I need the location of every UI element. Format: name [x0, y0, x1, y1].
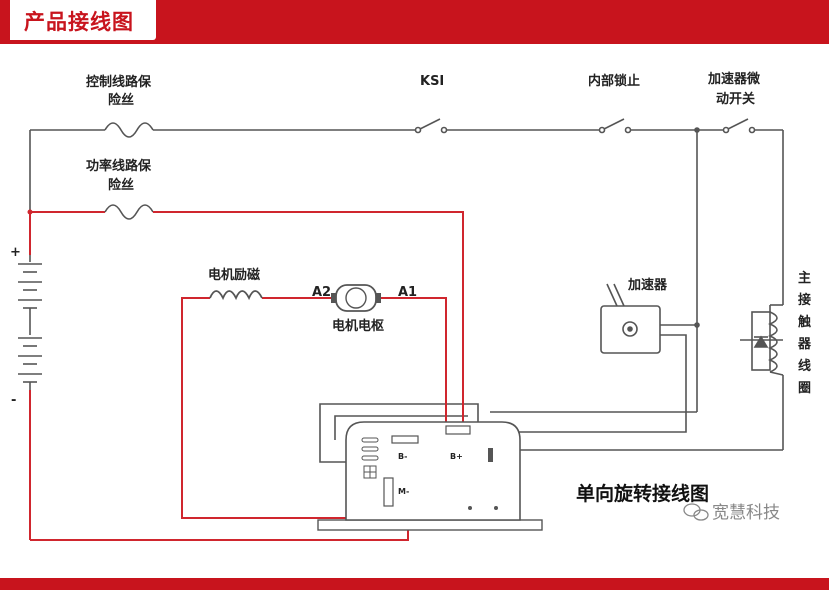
junction-dot [27, 209, 33, 215]
power-circuit-wires [29, 204, 464, 541]
power-fuse-label-1: 功率线路保 [86, 158, 152, 174]
contactor-char-6: 圈 [798, 381, 811, 396]
page-title: 产品接线图 [24, 10, 134, 34]
contactor-char-3: 触 [797, 314, 811, 330]
controller-icon [317, 421, 543, 531]
accel-switch-label-1: 加速器微 [707, 71, 761, 87]
a1-label: A1 [398, 285, 417, 300]
watermark-text: 宽慧科技 [712, 503, 780, 523]
accelerator-icon [600, 283, 661, 354]
battery-minus-label: - [11, 393, 16, 408]
interlock-label: 内部锁止 [588, 73, 640, 89]
field-coil-icon [209, 290, 263, 301]
contactor-char-5: 线 [798, 358, 811, 374]
control-circuit-wires [29, 122, 784, 463]
accel-switch-label-2: 动开关 [716, 91, 755, 107]
diagram-title: 单向旋转接线图 [576, 482, 709, 505]
footer-bar [0, 578, 829, 590]
field-label: 电机励磁 [208, 267, 260, 283]
a2-label: A2 [312, 285, 331, 300]
contactor-char-2: 接 [798, 292, 811, 308]
switch-icons [414, 118, 756, 328]
armature-label: 电机电枢 [332, 318, 384, 334]
power-fuse-label-2: 险丝 [108, 177, 134, 193]
contactor-char-4: 器 [797, 337, 812, 352]
contactor-char-1: 主 [798, 270, 811, 286]
m-minus-label: M- [398, 487, 409, 496]
motor-icon [331, 284, 381, 312]
watermark: 宽慧科技 [683, 503, 780, 523]
title-tab: 产品接线图 [10, 0, 156, 40]
contactor-coil-label: 主 接 触 器 线 圈 [797, 270, 812, 396]
accelerator-label: 加速器 [627, 277, 668, 293]
contactor-coil-icon [751, 304, 784, 376]
ksi-label: KSI [420, 74, 444, 89]
control-fuse-label-2: 险丝 [108, 92, 134, 108]
control-fuse-label-1: 控制线路保 [86, 74, 152, 90]
battery-icon [18, 255, 42, 390]
b-plus-label: B+ [450, 452, 463, 461]
wechat-icon [683, 503, 709, 521]
b-minus-label: B- [398, 452, 407, 461]
battery-plus-label: + [10, 245, 21, 260]
